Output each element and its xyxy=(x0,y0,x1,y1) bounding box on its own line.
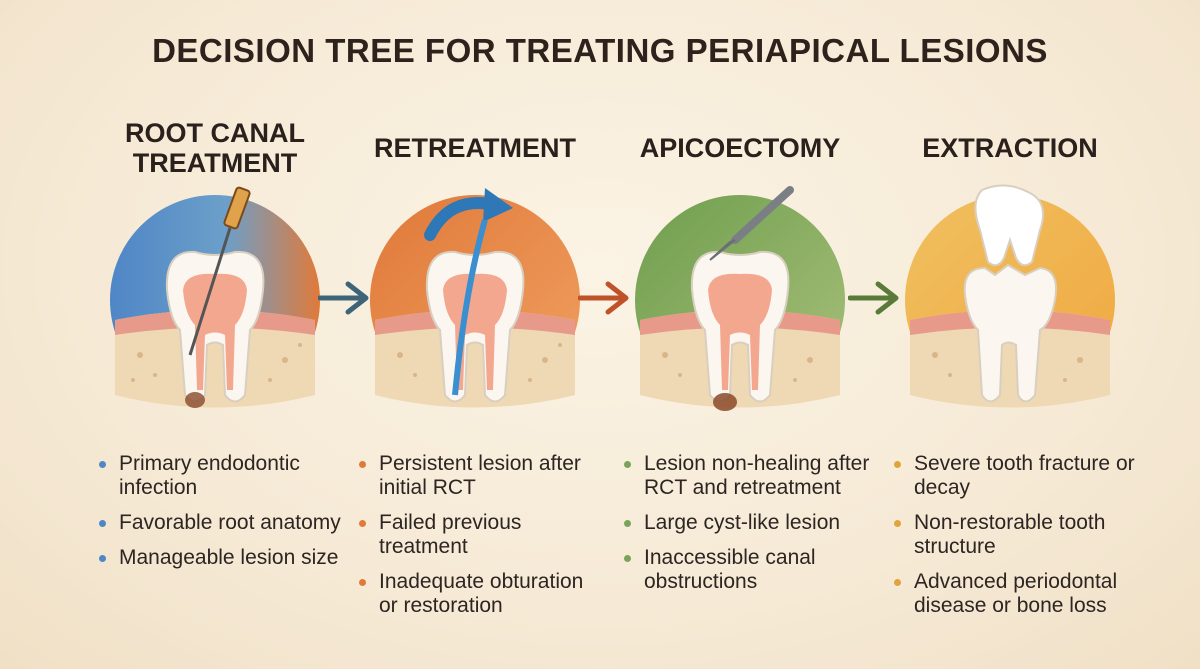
stage-heading: APICOECTOMY xyxy=(639,133,841,163)
criteria-item: Advanced periodontal disease or bone los… xyxy=(890,570,1140,618)
criteria-item: Large cyst-like lesion xyxy=(620,511,870,535)
criteria-item: Inadequate obturation or restoration xyxy=(355,570,605,618)
bullet-icon xyxy=(894,579,901,586)
apicoectomy-illustration xyxy=(620,180,860,420)
criteria-item: Non-restorable tooth structure xyxy=(890,511,1140,559)
stage-heading: EXTRACTION xyxy=(922,133,1098,163)
stage-heading: RETREATMENT xyxy=(374,133,576,163)
right-arrow-icon xyxy=(578,278,638,318)
stage-retreatment: RETREATMENT Persistent lesion after xyxy=(355,0,595,669)
endodontic-file-icon xyxy=(188,186,251,356)
criteria-list: Persistent lesion after initial RCT Fail… xyxy=(355,452,605,629)
criteria-item: Inaccessible canal obstructions xyxy=(620,546,870,594)
bullet-icon xyxy=(624,555,631,562)
bullet-icon xyxy=(99,520,106,527)
criteria-item: Failed previous treatment xyxy=(355,511,605,559)
criteria-list: Severe tooth fracture or decay Non-resto… xyxy=(890,452,1140,629)
criteria-item: Lesion non-healing after RCT and retreat… xyxy=(620,452,870,500)
criteria-item: Favorable root anatomy xyxy=(95,511,345,535)
criteria-item: Severe tooth fracture or decay xyxy=(890,452,1140,500)
bullet-icon xyxy=(624,520,631,527)
extracted-tooth-icon xyxy=(974,184,1044,267)
criteria-item: Persistent lesion after initial RCT xyxy=(355,452,605,500)
stage-root-canal-treatment: ROOT CANAL TREATMENT Primary endodont xyxy=(95,0,341,669)
bullet-icon xyxy=(894,520,901,527)
bullet-icon xyxy=(624,461,631,468)
stage-extraction: EXTRACTION Severe tooth fracture or deca… xyxy=(890,0,1135,669)
bullet-icon xyxy=(894,461,901,468)
page-title: DECISION TREE FOR TREATING PERIAPICAL LE… xyxy=(152,32,1048,69)
stage-heading: ROOT CANAL TREATMENT xyxy=(125,118,305,178)
stage-apicoectomy: APICOECTOMY Lesion non-healing after xyxy=(620,0,869,669)
retreatment-arrow-icon xyxy=(424,188,513,396)
retreatment-illustration xyxy=(355,180,595,420)
criteria-list: Primary endodontic infection Favorable r… xyxy=(95,452,345,581)
criteria-list: Lesion non-healing after RCT and retreat… xyxy=(620,452,870,605)
criteria-item: Primary endodontic infection xyxy=(95,452,345,500)
bullet-icon xyxy=(359,520,366,527)
bullet-icon xyxy=(359,461,366,468)
extraction-illustration xyxy=(890,180,1130,420)
right-arrow-icon xyxy=(318,278,378,318)
bullet-icon xyxy=(99,555,106,562)
right-arrow-icon xyxy=(848,278,908,318)
bullet-icon xyxy=(99,461,106,468)
scalpel-icon xyxy=(709,186,794,261)
root-canal-illustration xyxy=(95,180,335,420)
criteria-item: Manageable lesion size xyxy=(95,546,345,570)
bullet-icon xyxy=(359,579,366,586)
